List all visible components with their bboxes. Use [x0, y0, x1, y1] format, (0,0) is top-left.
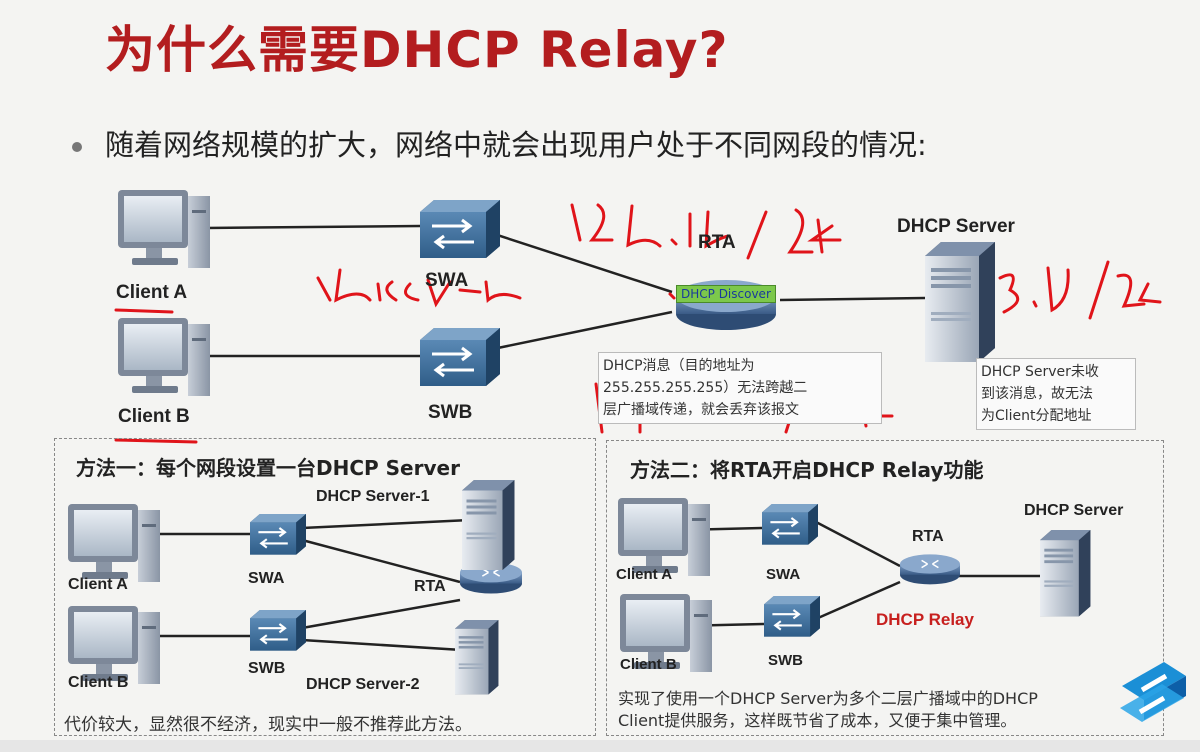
bullet-dot	[72, 142, 82, 152]
m2-client-a-label: Client A	[616, 566, 673, 583]
note-left-line-3: 层广播域传递，就会丢弃该报文	[603, 402, 799, 418]
m2-server-label: DHCP Server	[1024, 502, 1124, 519]
note-left-line-2: 255.255.255.255）无法跨越二	[603, 380, 808, 396]
m1-client-a-label: Client A	[68, 576, 128, 593]
dhcp-server-icon	[925, 242, 995, 362]
client-a-label: Client A	[116, 282, 188, 303]
method1-footer: 代价较大，显然很不经济，现实中一般不推荐此方法。	[64, 715, 472, 735]
method2-footer-line-2: Client提供服务，这样既节省了成本，又便于集中管理。	[618, 711, 1017, 730]
note-left: DHCP消息（目的地址为 255.255.255.255）无法跨越二 层广播域传…	[598, 352, 882, 424]
client-b-pc-icon	[118, 318, 210, 396]
client-a-pc-icon	[118, 190, 210, 268]
method1-heading: 方法一：每个网段设置一台DHCP Server	[76, 456, 460, 480]
m1-swa-label: SWA	[248, 570, 285, 587]
method2-box	[606, 440, 1164, 736]
swa-label: SWA	[425, 270, 469, 291]
m2-dhcp-relay-label: DHCP Relay	[876, 610, 974, 629]
method2-footer: 实现了使用一个DHCP Server为多个二层广播域中的DHCP Client提…	[618, 688, 1038, 732]
method2-footer-line-1: 实现了使用一个DHCP Server为多个二层广播域中的DHCP	[618, 689, 1038, 708]
bottom-bar	[0, 740, 1200, 752]
m2-client-b-label: Client B	[620, 656, 677, 673]
slide-title: 为什么需要DHCP Relay?	[105, 21, 729, 79]
note-left-line-1: DHCP消息（目的地址为	[603, 358, 755, 374]
m2-swb-label: SWB	[768, 652, 803, 669]
note-right-line-3: 为Client分配地址	[981, 408, 1092, 424]
top-links	[200, 224, 926, 358]
note-right: DHCP Server未收 到该消息，故无法 为Client分配地址	[976, 358, 1136, 430]
swb-switch-icon	[418, 326, 502, 388]
dhcp-discover-tag: DHCP Discover	[676, 285, 776, 303]
swa-switch-icon	[418, 198, 502, 260]
rta-label: RTA	[698, 232, 736, 253]
m2-swa-label: SWA	[766, 566, 801, 583]
bullet-text: 随着网络规模的扩大，网络中就会出现用户处于不同网段的情况:	[105, 128, 927, 162]
note-right-line-2: 到该消息，故无法	[981, 386, 1093, 402]
swb-label: SWB	[428, 402, 473, 423]
method2-heading: 方法二：将RTA开启DHCP Relay功能	[630, 458, 984, 482]
client-b-label: Client B	[118, 406, 190, 427]
dhcp-server-label: DHCP Server	[897, 216, 1015, 237]
corner-logo-icon	[1120, 662, 1186, 722]
m1-client-b-label: Client B	[68, 674, 129, 691]
m1-server1-label: DHCP Server-1	[316, 488, 430, 505]
m1-server2-label: DHCP Server-2	[306, 676, 420, 693]
m1-swb-label: SWB	[248, 660, 286, 677]
note-right-line-1: DHCP Server未收	[981, 364, 1099, 380]
m1-rta-label: RTA	[414, 578, 446, 595]
method1-box	[54, 438, 596, 736]
m2-rta-label: RTA	[912, 528, 944, 545]
